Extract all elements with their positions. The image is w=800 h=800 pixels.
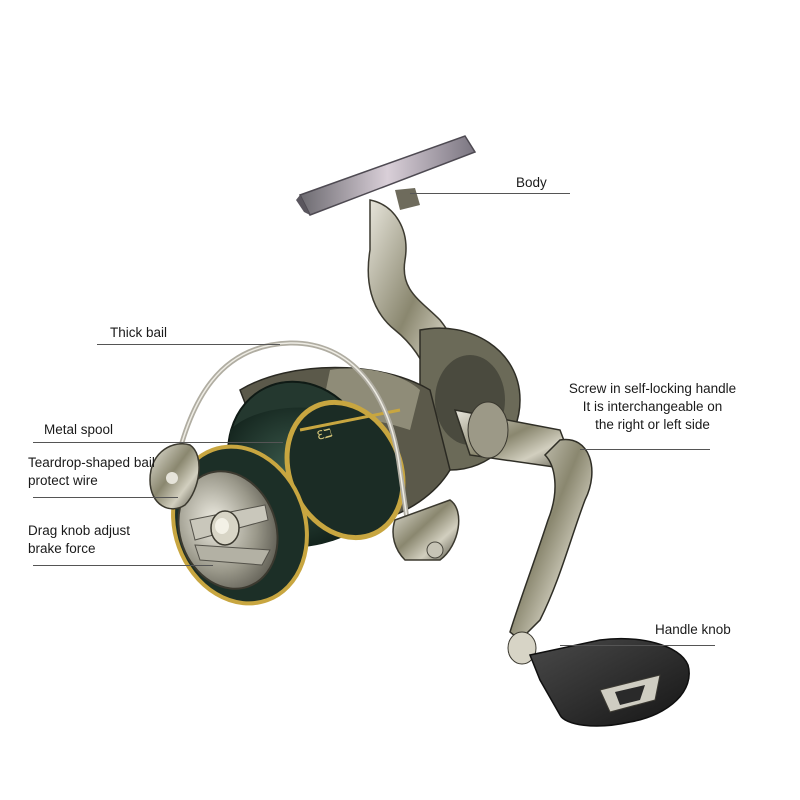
thick-bail bbox=[172, 340, 413, 543]
teardrop-bail bbox=[149, 443, 200, 510]
leader-line-body bbox=[410, 193, 570, 194]
leader-line-handle bbox=[580, 449, 710, 450]
handle-assembly bbox=[453, 401, 593, 665]
label-handle-line1: Screw in self-locking handle bbox=[568, 381, 737, 396]
label-drag-line2: brake force bbox=[28, 541, 96, 556]
label-handle: Screw in self-locking handle It is inter… bbox=[560, 380, 745, 434]
label-handle-line2: It is interchangeable on bbox=[582, 399, 723, 414]
reel-foot bbox=[296, 135, 477, 216]
label-thick-bail: Thick bail bbox=[110, 325, 168, 340]
leader-line-handle-knob bbox=[560, 645, 715, 646]
handle-knob bbox=[528, 637, 690, 727]
label-teardrop-bail: Teardrop-shaped bail protect wire bbox=[28, 454, 155, 490]
svg-text:ℇℶ: ℇℶ bbox=[315, 425, 334, 443]
leader-line-thick-bail bbox=[97, 344, 280, 345]
label-drag-knob: Drag knob adjust brake force bbox=[28, 522, 130, 558]
drag-knob bbox=[210, 510, 240, 546]
label-teardrop-line2: protect wire bbox=[28, 473, 98, 488]
label-handle-line3: the right or left side bbox=[595, 417, 710, 432]
label-drag-line1: Drag knob adjust bbox=[28, 523, 131, 538]
leader-line-teardrop bbox=[33, 497, 178, 498]
label-metal-spool: Metal spool bbox=[44, 422, 114, 437]
label-body: Body bbox=[516, 175, 547, 190]
leader-line-drag-knob bbox=[33, 565, 213, 566]
leader-line-metal-spool bbox=[33, 442, 283, 443]
label-teardrop-line1: Teardrop-shaped bail bbox=[28, 455, 155, 470]
bail-arm-right bbox=[392, 499, 460, 561]
label-handle-knob: Handle knob bbox=[655, 622, 731, 637]
